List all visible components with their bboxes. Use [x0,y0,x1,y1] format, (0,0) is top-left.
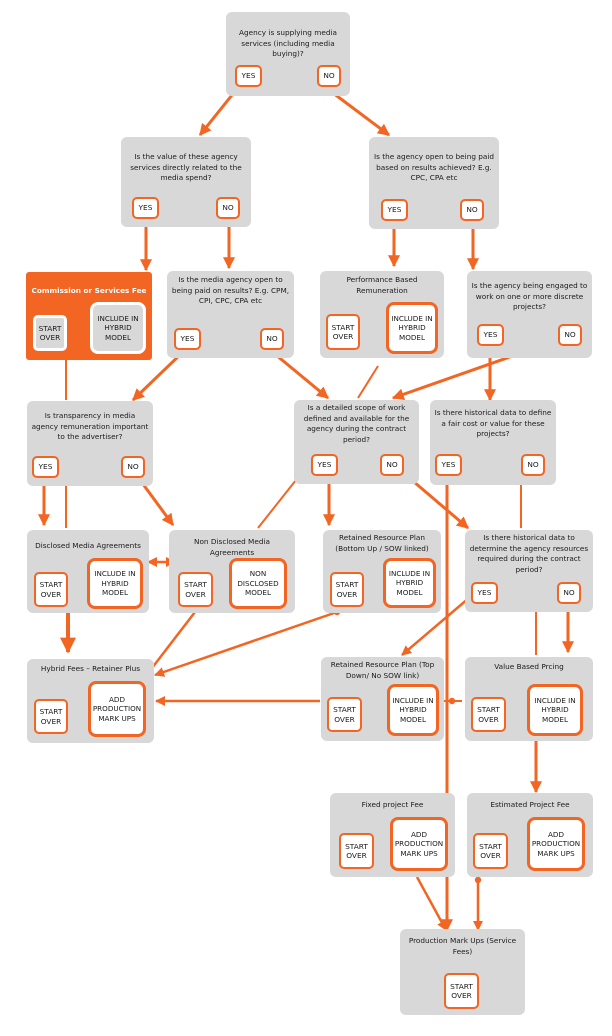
outcome-title: Performance Based Remuneration [346,275,418,295]
question-transparency-important: Is transparency in media agency remunera… [27,401,153,486]
include-in-hybrid-button[interactable]: INCLUDE IN HYBRID MODEL [527,684,583,736]
start-over-button[interactable]: START OVER [473,833,508,869]
no-button[interactable]: NO [216,197,240,219]
question-detailed-scope-of-work: Is a detailed scope of work defined and … [294,400,419,484]
no-button[interactable]: NO [460,199,484,221]
yes-button[interactable]: YES [477,324,504,346]
no-button[interactable]: NO [380,454,404,476]
start-over-button[interactable]: START OVER [444,973,479,1009]
question-text: Is transparency in media agency remunera… [31,411,149,441]
question-text: Is the value of these agency services di… [130,152,242,182]
no-button[interactable]: NO [121,456,145,478]
include-in-hybrid-button[interactable]: INCLUDE IN HYBRID MODEL [87,558,143,609]
start-over-button[interactable]: START OVER [34,572,68,607]
outcome-commission-or-services-fee: Commission or Services Fee START OVER IN… [26,272,152,360]
outcome-title: Production Mark Ups (Service Fees) [408,936,517,956]
outcome-production-mark-ups: Production Mark Ups (Service Fees) START… [400,929,525,1015]
start-over-button[interactable]: START OVER [330,572,364,607]
connector [198,89,238,136]
outcome-fixed-project-fee: Fixed project Fee START OVER ADD PRODUCT… [330,793,455,877]
start-over-button[interactable]: START OVER [326,314,360,350]
no-button[interactable]: NO [317,65,341,87]
yes-button[interactable]: YES [381,199,408,221]
outcome-estimated-project-fee: Estimated Project Fee START OVER ADD PRO… [467,793,593,877]
question-text: Agency is supplying media services (incl… [239,28,337,58]
yes-button[interactable]: YES [174,328,201,350]
start-over-button[interactable]: START OVER [327,697,362,732]
start-over-button[interactable]: START OVER [34,699,68,734]
connector [138,479,175,526]
yes-button[interactable]: YES [235,65,262,87]
include-in-hybrid-button[interactable]: INCLUDE IN HYBRID MODEL [387,684,439,736]
question-text: Is a detailed scope of work defined and … [303,403,410,444]
outcome-performance-based-remuneration: Performance Based Remuneration START OVE… [320,271,444,358]
question-media-agency-results: Is the media agency open to being paid o… [167,271,294,358]
outcome-title: Non Disclosed Media Agreements [194,537,270,557]
no-button[interactable]: NO [521,454,545,476]
no-button[interactable]: NO [260,328,284,350]
connector [154,610,338,677]
question-historical-data-projects: Is there historical data to define a fai… [430,400,556,485]
yes-button[interactable]: YES [435,454,462,476]
outcome-title: Estimated Project Fee [490,800,570,809]
outcome-retained-resource-plan-top-down: Retained Resource Plan (Top Down/ No SOW… [321,657,444,741]
outcome-retained-resource-plan-bottom-up: Retained Resource Plan (Bottom Up / SOW … [323,530,441,613]
yes-button[interactable]: YES [471,582,498,604]
outcome-title: Value Based Prcing [494,662,564,671]
question-text: Is the agency open to being paid based o… [373,152,495,182]
connector [257,479,297,529]
yes-button[interactable]: YES [32,456,59,478]
start-over-button[interactable]: START OVER [471,697,506,732]
start-over-button[interactable]: START OVER [33,315,67,351]
question-value-related-to-spend: Is the value of these agency services di… [121,137,251,227]
no-button[interactable]: NO [558,324,582,346]
connector [131,348,187,402]
outcome-non-disclosed-media-agreements: Non Disclosed Media Agreements START OVE… [169,530,295,613]
outcome-hybrid-fees-retainer-plus: Hybrid Fees – Retainer Plus START OVER A… [27,659,154,743]
connector [357,365,379,399]
connector [151,611,196,669]
add-production-mark-ups-button[interactable]: ADD PRODUCTION MARK UPS [527,817,585,871]
non-disclosed-model-button[interactable]: NON DISCLOSED MODEL [229,558,287,609]
outcome-title: Hybrid Fees – Retainer Plus [40,664,141,673]
start-over-button[interactable]: START OVER [339,833,374,869]
yes-button[interactable]: YES [311,454,338,476]
no-button[interactable]: NO [557,582,581,604]
outcome-title: Commission or Services Fee [31,286,147,295]
question-text: Is there historical data to define a fai… [434,408,552,438]
outcome-disclosed-media-agreements: Disclosed Media Agreements START OVER IN… [27,530,149,613]
question-media-services: Agency is supplying media services (incl… [226,12,350,96]
start-over-button[interactable]: START OVER [178,572,213,607]
outcome-value-based-pricing: Value Based Prcing START OVER INCLUDE IN… [465,657,593,741]
outcome-title: Retained Resource Plan (Top Down/ No SOW… [330,660,435,680]
connector-dot [474,876,482,884]
include-in-hybrid-button[interactable]: INCLUDE IN HYBRID MODEL [90,302,146,354]
include-in-hybrid-button[interactable]: INCLUDE IN HYBRID MODEL [383,558,436,608]
connector [415,876,448,931]
connector [401,591,477,656]
question-text: Is the agency being engaged to work on o… [471,281,588,311]
outcome-title: Disclosed Media Agreements [35,541,141,550]
add-production-mark-ups-button[interactable]: ADD PRODUCTION MARK UPS [88,681,146,737]
add-production-mark-ups-button[interactable]: ADD PRODUCTION MARK UPS [390,817,448,871]
yes-button[interactable]: YES [132,197,159,219]
question-discrete-projects: Is the agency being engaged to work on o… [467,271,592,358]
outcome-title: Fixed project Fee [361,800,424,809]
question-historical-data-resources: Is there historical data to determine th… [465,530,593,612]
connector-dot [448,697,456,705]
connector [328,88,390,137]
question-text: Is the media agency open to being paid o… [171,275,290,305]
question-paid-on-results: Is the agency open to being paid based o… [369,137,499,229]
include-in-hybrid-button[interactable]: INCLUDE IN HYBRID MODEL [386,302,438,354]
question-text: Is there historical data to determine th… [469,533,589,574]
outcome-title: Retained Resource Plan (Bottom Up / SOW … [335,533,429,553]
connector [269,348,329,400]
